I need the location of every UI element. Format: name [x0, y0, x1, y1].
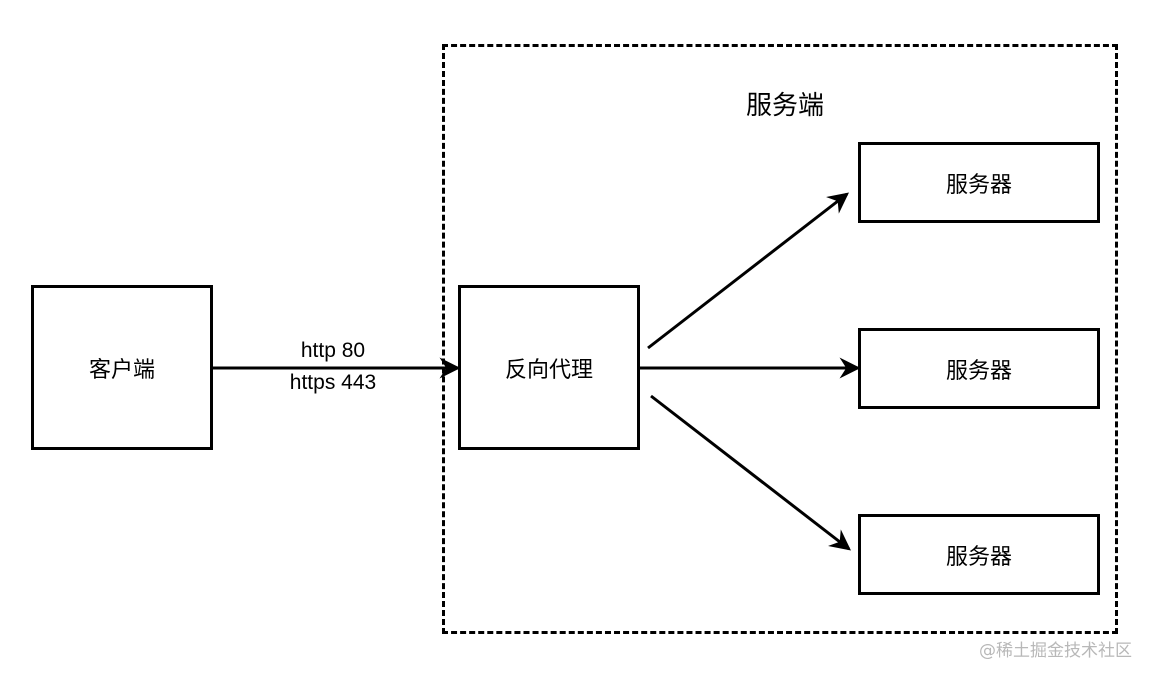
- watermark-label: @稀土掘金技术社区: [979, 641, 1132, 661]
- client-node: 客户端: [31, 285, 213, 450]
- server-label-2: 服务器: [945, 358, 1012, 384]
- server-node-3: 服务器: [858, 514, 1100, 595]
- server-side-label: 服务端: [745, 91, 824, 121]
- server-label-1: 服务器: [945, 172, 1012, 198]
- https-port-label: https 443: [289, 371, 377, 394]
- server-node-1: 服务器: [858, 142, 1100, 223]
- client-label: 客户端: [88, 357, 155, 383]
- server-label-3: 服务器: [945, 544, 1012, 570]
- proxy-to-server-1-arrow: [647, 192, 849, 350]
- reverse-proxy-label: 反向代理: [504, 357, 593, 383]
- proxy-to-server-3-arrow: [650, 394, 851, 551]
- server-side-group: [442, 44, 1118, 634]
- reverse-proxy-node: 反向代理: [458, 285, 640, 450]
- http-port-label: http 80: [300, 339, 366, 362]
